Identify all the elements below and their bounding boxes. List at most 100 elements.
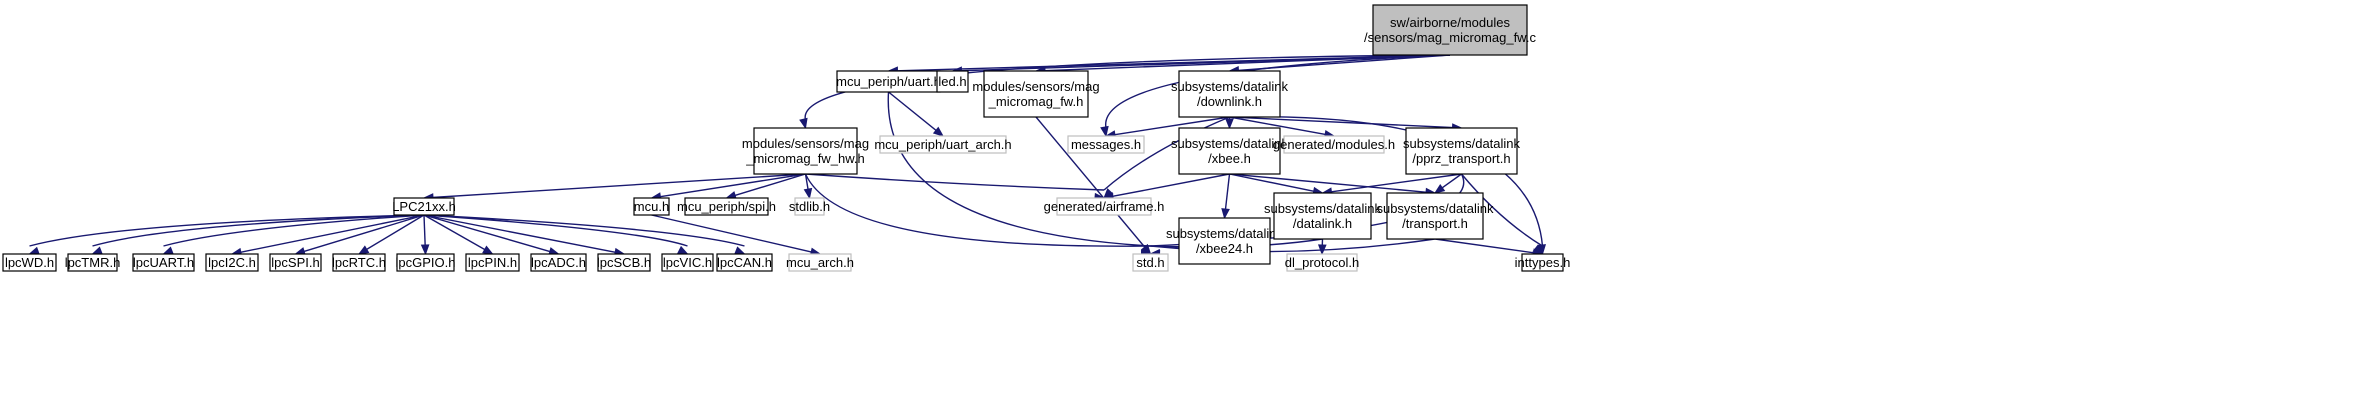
node-mcuarch: mcu_arch.h (786, 253, 854, 272)
edge-xbee-to-xbee24 (1224, 173, 1231, 211)
edge-magfwhw-to-mcu (659, 173, 806, 198)
nodes-layer: sw/airborne/modules/sensors/mag_micromag… (2, 4, 1571, 272)
node-lpcpin[interactable]: lpcPIN.h (465, 253, 520, 272)
arrowhead-lpc21xx-to-lpcvic (677, 245, 689, 255)
node-label-pprz: /pprz_transport.h (1412, 151, 1510, 166)
arrowhead-lpc21xx-to-lpcrtc (357, 245, 370, 255)
node-label-magfwh: _micromag_fw.h (988, 94, 1084, 109)
node-lpcgpio[interactable]: lpcGPIO.h (396, 253, 456, 272)
node-label-magfwhw: modules/sensors/mag (742, 136, 869, 151)
node-lpctmr[interactable]: lpcTMR.h (65, 253, 121, 272)
node-lpcuart[interactable]: lpcUART.h (132, 253, 195, 272)
node-magfwhw[interactable]: modules/sensors/mag_micromag_fw_hw.h (742, 127, 869, 175)
edge-transport-to-inttypes (1434, 238, 1535, 254)
node-box-spi (684, 197, 769, 216)
node-label-magfwhw: _micromag_fw_hw.h (745, 151, 865, 166)
edge-lpc21xx-to-lpcspi (302, 214, 425, 253)
edge-lpc21xx-to-lpcgpio (423, 214, 426, 247)
node-label-genmodules: generated/modules.h (1273, 137, 1395, 152)
arrowhead-lpc21xx-to-lpcgpio (420, 244, 430, 256)
arrowhead-lpc21xx-to-lpctmr (91, 246, 103, 255)
edge-lpc21xx-to-lpcvic (423, 214, 688, 247)
node-box-lpc21xx (393, 197, 455, 216)
edge-pprz-to-transport (1441, 173, 1462, 189)
arrowhead-root-to-messages (1100, 125, 1109, 138)
node-box-magfwhw (753, 127, 858, 175)
arrowhead-lpc21xx-to-lpcwd (28, 246, 40, 255)
node-label-dlprotocol: dl_protocol.h (1285, 255, 1359, 270)
node-label-spi: mcu_periph/spi.h (677, 199, 776, 214)
node-box-inttypes (1521, 253, 1564, 272)
edge-lpc21xx-to-lpccan (423, 214, 745, 247)
node-transport[interactable]: subsystems/datalink/transport.h (1376, 192, 1494, 240)
node-inttypes[interactable]: inttypes.h (1515, 253, 1571, 272)
node-xbee[interactable]: subsystems/datalink/xbee.h (1171, 127, 1289, 175)
node-box-genmodules (1283, 135, 1385, 154)
arrowhead-lpc21xx-to-lpcuart (162, 246, 174, 255)
node-lpccan[interactable]: lpcCAN.h (716, 253, 773, 272)
node-lpcrtc[interactable]: lpcRTC.h (332, 253, 386, 272)
edge-uart-to-std (887, 91, 1151, 247)
node-label-lpcadc: lpcADC.h (531, 255, 586, 270)
node-xbee24[interactable]: subsystems/datalink/xbee24.h (1166, 217, 1284, 265)
node-label-lpcuart: lpcUART.h (133, 255, 194, 270)
node-label-lpcvic: lpcVIC.h (663, 255, 712, 270)
arrowhead-pprz-to-transport (1433, 183, 1446, 194)
node-lpci2c[interactable]: lpcI2C.h (205, 253, 259, 272)
node-box-magfwh (983, 70, 1089, 118)
edge-mcu-to-mcuarch (651, 214, 813, 253)
node-spi[interactable]: mcu_periph/spi.h (677, 197, 776, 216)
node-label-std: std.h (1136, 255, 1164, 270)
node-lpcadc[interactable]: lpcADC.h (530, 253, 587, 272)
node-label-messages: messages.h (1071, 137, 1141, 152)
node-label-xbee: /xbee.h (1208, 151, 1251, 166)
node-label-lpcgpio: lpcGPIO.h (396, 255, 456, 270)
arrowhead-uart-to-uartarch (932, 126, 945, 137)
node-label-lpci2c: lpcI2C.h (208, 255, 256, 270)
node-label-lpc21xx: LPC21xx.h (392, 199, 456, 214)
edge-downlink-to-airframe (1103, 116, 1230, 191)
node-box-mcuarch (788, 253, 852, 272)
node-box-std (1132, 253, 1169, 272)
node-led[interactable]: led.h (936, 70, 969, 93)
node-box-led (936, 70, 969, 93)
node-lpcscb[interactable]: lpcSCB.h (597, 253, 651, 272)
node-lpcwd[interactable]: lpcWD.h (2, 253, 57, 272)
edge-magfwh-to-std (1035, 116, 1146, 249)
edge-xbee-to-transport (1229, 173, 1428, 193)
arrowhead-lpc21xx-to-lpcpin (482, 245, 494, 255)
node-downlink[interactable]: subsystems/datalink/downlink.h (1171, 70, 1289, 118)
node-label-root: sw/airborne/modules (1390, 15, 1510, 30)
edge-magfwhw-to-stdlib (804, 173, 809, 191)
node-lpcvic[interactable]: lpcVIC.h (661, 253, 714, 272)
edge-root-to-magfwh (1043, 54, 1451, 72)
node-label-root: /sensors/mag_micromag_fw.c (1364, 30, 1536, 45)
node-lpc21xx[interactable]: LPC21xx.h (392, 197, 456, 216)
node-root[interactable]: sw/airborne/modules/sensors/mag_micromag… (1364, 4, 1536, 56)
edge-magfwhw-to-std (804, 173, 1151, 247)
node-box-lpcspi (269, 253, 322, 272)
edge-xbee-to-airframe (1111, 173, 1230, 198)
edge-downlink-to-pprz (1229, 116, 1454, 129)
node-lpcspi[interactable]: lpcSPI.h (269, 253, 322, 272)
node-pprz[interactable]: subsystems/datalink/pprz_transport.h (1403, 127, 1521, 175)
node-label-xbee: subsystems/datalink (1171, 136, 1289, 151)
node-datalink[interactable]: subsystems/datalink/datalink.h (1264, 192, 1382, 240)
node-box-lpcscb (597, 253, 651, 272)
node-label-led: led.h (938, 74, 966, 89)
node-std: std.h (1132, 253, 1169, 272)
node-genmodules: generated/modules.h (1273, 135, 1395, 154)
node-label-datalink: subsystems/datalink (1264, 201, 1382, 216)
node-label-uartarch: mcu_periph/uart_arch.h (874, 137, 1011, 152)
node-magfwh[interactable]: modules/sensors/mag_micromag_fw.h (972, 70, 1100, 118)
node-mcu[interactable]: mcu.h (633, 197, 670, 216)
arrowhead-xbee-to-xbee24 (1221, 208, 1230, 220)
node-label-downlink: subsystems/datalink (1171, 79, 1289, 94)
node-box-lpccan (716, 253, 773, 272)
edge-magfwhw-to-spi (733, 173, 806, 197)
edge-magfwhw-to-airframe (805, 173, 1105, 191)
node-uart[interactable]: mcu_periph/uart.h (836, 70, 941, 93)
edge-downlink-to-messages (1113, 116, 1230, 136)
node-label-inttypes: inttypes.h (1515, 255, 1571, 270)
